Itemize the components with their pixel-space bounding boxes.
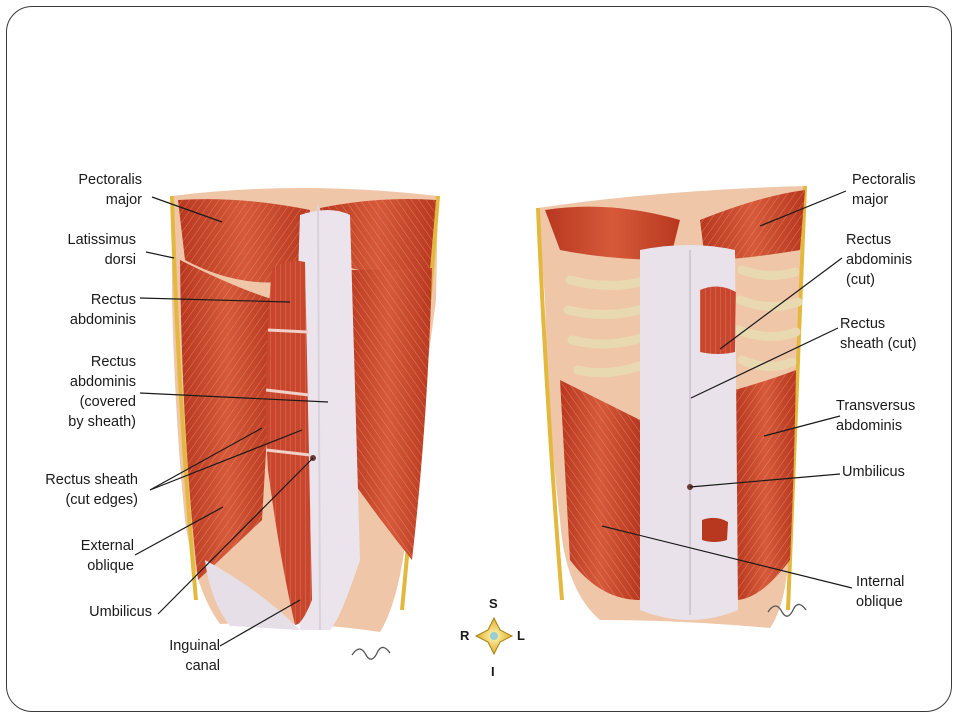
label-internal-oblique: Internal oblique [856, 574, 905, 610]
right-torso-illustration [536, 185, 807, 628]
artist-signature-right [767, 603, 807, 617]
label-umbilicus-right: Umbilicus [842, 464, 905, 480]
label-pectoralis-major-right: Pectoralis major [852, 172, 916, 208]
label-latissimus-dorsi: Latissimus dorsi [67, 232, 137, 268]
label-rectus-sheath-cut: Rectus sheath (cut) [840, 316, 917, 352]
left-lower-sheath [205, 560, 300, 630]
artist-signature-left [351, 646, 391, 660]
left-torso-illustration [170, 188, 440, 632]
right-rectus-lower-cut [702, 517, 728, 542]
label-rectus-abdominis-cut: Rectus abdominis (cut) [846, 232, 913, 288]
leader-lines [134, 190, 853, 647]
label-rectus-abdominis-left: Rectus abdominis [69, 292, 136, 328]
label-rectus-sheath-cut-edges: Rectus sheath (cut edges) [45, 472, 138, 508]
left-rectus-sheath [295, 210, 360, 630]
label-rectus-abdominis-covered: Rectus abdominis (covered by sheath) [68, 354, 136, 430]
compass-left: L [517, 628, 525, 643]
compass-right: R [460, 628, 470, 643]
right-pectoralis-major-a [545, 206, 680, 260]
label-umbilicus-left: Umbilicus [89, 604, 152, 620]
compass-superior: S [489, 596, 498, 611]
compass-rose [474, 616, 514, 656]
compass-inferior: I [491, 664, 495, 679]
label-external-oblique: External oblique [80, 538, 134, 574]
label-inguinal-canal: Inguinal canal [169, 638, 220, 674]
label-transversus-abdominis: Transversus abdominis [836, 398, 916, 434]
label-pectoralis-major-left: Pectoralis major [78, 172, 142, 208]
